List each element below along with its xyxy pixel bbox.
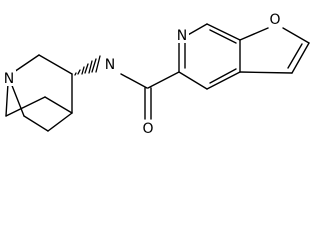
bond-c3a-to-c4-inner <box>209 68 237 84</box>
chemical-structure-figure: N N N O O <box>3 11 310 137</box>
wedge-hash-2 <box>77 69 81 75</box>
bond-c3-to-c3a <box>239 71 293 74</box>
molecule-drawing: N N N O O <box>3 11 310 137</box>
bond-c3a-to-c4 <box>206 71 241 90</box>
bond-c5-to-c6 <box>23 115 49 132</box>
bond-c7-to-c8 <box>5 96 46 117</box>
bond-c4-to-c5 <box>47 112 73 132</box>
wedge-hash-5 <box>88 60 93 74</box>
bond-c2-to-c3-inner <box>287 43 303 69</box>
bond-carbonyl-c-to-ring <box>147 71 180 89</box>
bond-c7-to-c7a <box>206 23 241 41</box>
bond-c8-to-qn <box>5 82 9 117</box>
bond-nh-to-carbonyl-c <box>120 73 148 89</box>
bond-o1-to-c2 <box>282 27 310 44</box>
label-bg-quinuclidine-n <box>3 70 16 86</box>
bond-n6-to-c7 <box>185 23 208 37</box>
atom-label-carbonyl-o: O <box>142 121 153 137</box>
bond-c6-to-qn <box>10 82 25 117</box>
label-bg-furan-o <box>268 11 282 27</box>
label-bg-carbonyl-o <box>141 120 155 136</box>
bond-c7a-to-o1 <box>239 27 269 41</box>
bond-c4-to-c5 <box>178 71 208 90</box>
label-bg-amide-n <box>104 56 117 72</box>
bond-layer <box>5 23 310 132</box>
bond-c2-to-c3 <box>291 42 310 74</box>
atom-labels: N N N O O <box>3 11 282 137</box>
wedge-hash-7 <box>95 55 101 73</box>
wedge-hash-6 <box>91 58 97 73</box>
atom-label-amide-n: N <box>105 57 115 73</box>
stereo-hashed-wedge <box>74 55 101 76</box>
atom-label-furan-o: O <box>269 12 280 28</box>
bond-c2-to-c3 <box>38 54 73 75</box>
wedge-hash-3 <box>81 66 85 75</box>
atom-label-pyridine-n: N <box>177 28 187 44</box>
bond-c4-to-c7 <box>44 96 73 114</box>
wedge-hash-1 <box>74 72 77 76</box>
label-bg-pyridine-n <box>176 27 189 43</box>
wedge-hash-4 <box>84 63 89 74</box>
atom-label-quinuclidine-n: N <box>4 71 14 87</box>
bond-c7-to-c7a-inner <box>209 29 237 44</box>
